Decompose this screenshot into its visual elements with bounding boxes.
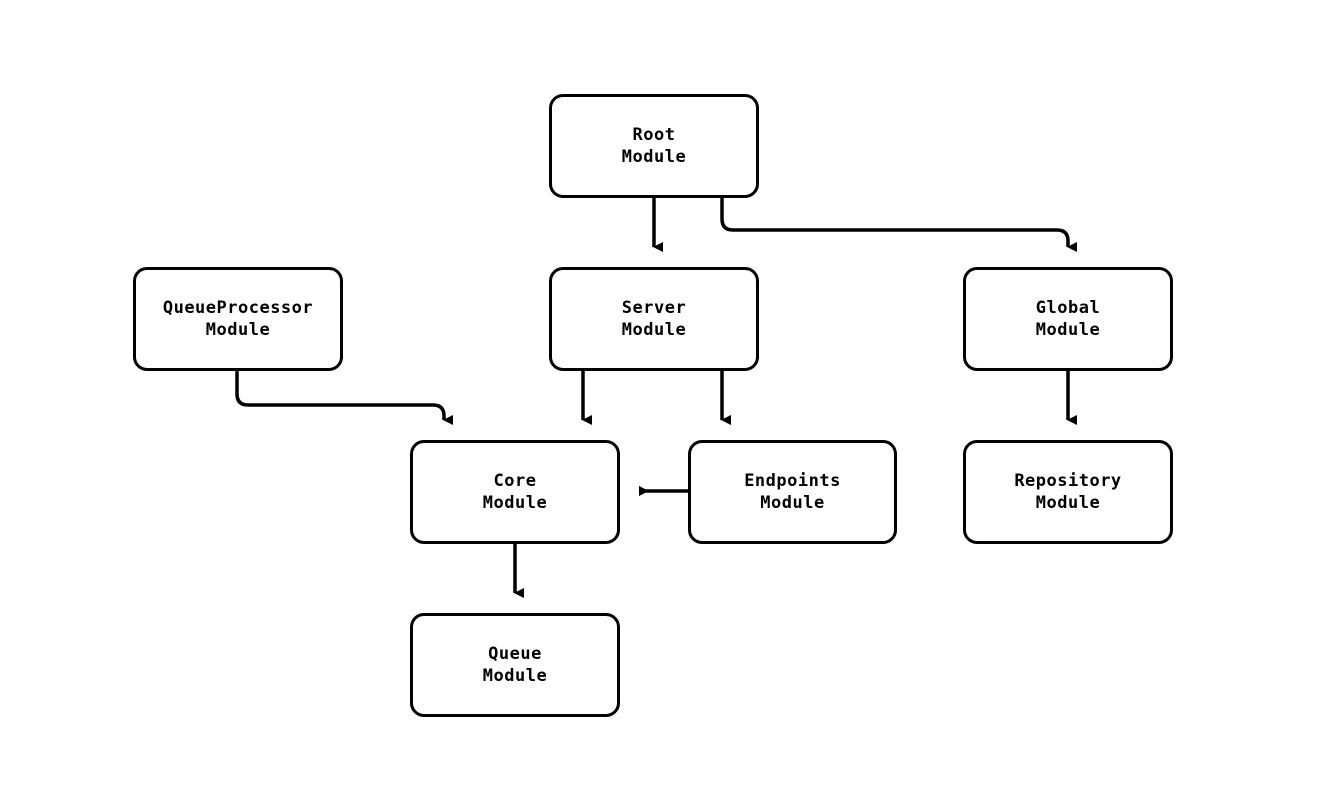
node-global-module[interactable]: Global Module xyxy=(963,267,1173,371)
node-queue-module[interactable]: Queue Module xyxy=(410,613,620,717)
node-core-module-line1: Core xyxy=(493,471,537,491)
node-server-module-line1: Server xyxy=(621,298,687,318)
edge-queueprocessor-to-core xyxy=(235,371,453,425)
node-endpoints-module-line2: Module xyxy=(760,493,825,513)
node-repository-module[interactable]: Repository Module xyxy=(963,440,1173,544)
node-queue-module-line2: Module xyxy=(482,666,548,686)
node-global-module-line1: Global xyxy=(1035,298,1101,318)
node-queueprocessor-module[interactable]: QueueProcessor Module xyxy=(133,267,343,371)
node-root-module-line2: Module xyxy=(621,147,687,167)
node-core-module[interactable]: Core Module xyxy=(410,440,620,544)
node-server-module-line2: Module xyxy=(621,320,687,340)
node-root-module[interactable]: Root Module xyxy=(549,94,759,198)
node-core-module-line2: Module xyxy=(482,493,548,513)
edge-root-to-global xyxy=(720,198,1077,252)
node-queueprocessor-module-line1: QueueProcessor xyxy=(162,298,314,318)
node-endpoints-module-line1: Endpoints xyxy=(744,471,841,491)
node-queue-module-line1: Queue xyxy=(488,644,542,664)
node-endpoints-module[interactable]: Endpoints Module xyxy=(688,440,897,544)
node-repository-module-line1: Repository xyxy=(1014,471,1122,491)
node-root-module-line1: Root xyxy=(632,125,676,145)
node-global-module-line2: Module xyxy=(1035,320,1101,340)
node-queueprocessor-module-line2: Module xyxy=(205,320,271,340)
node-repository-module-line2: Module xyxy=(1035,493,1101,513)
node-server-module[interactable]: Server Module xyxy=(549,267,759,371)
